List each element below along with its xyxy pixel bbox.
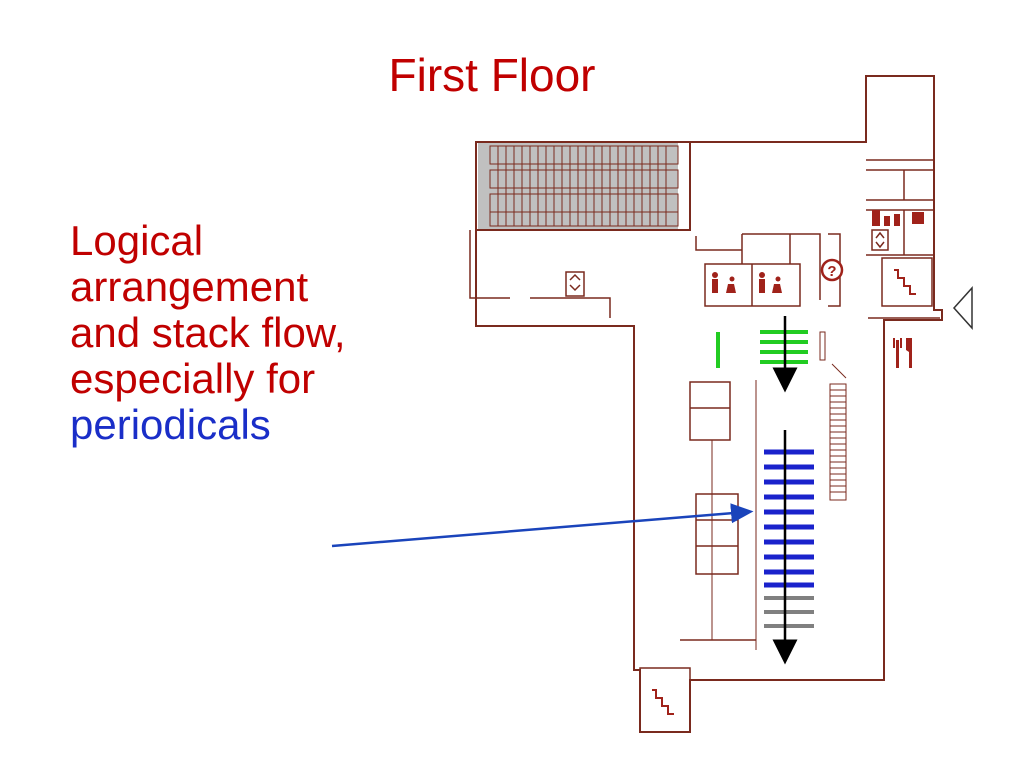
restroom-walls	[704, 263, 801, 307]
outer-wall	[475, 75, 943, 733]
stack-dividers	[497, 146, 667, 226]
caption-highlight: periodicals	[70, 401, 271, 448]
ladder-frame	[829, 383, 847, 501]
building-walls	[469, 75, 943, 733]
caption-line: arrangement	[70, 263, 309, 310]
green-shelves	[716, 330, 808, 368]
stack-row	[489, 145, 679, 165]
elevator-icon	[565, 271, 585, 297]
periodical-shelves	[764, 449, 814, 588]
restroom-icon	[712, 272, 736, 293]
ladder-rungs	[830, 389, 846, 493]
stacks-area-wall	[475, 142, 691, 231]
caption-line: especially for	[70, 355, 316, 402]
interior-wall	[530, 297, 611, 318]
stairs-icon	[894, 269, 916, 295]
vending-icon	[872, 210, 924, 226]
corridor-wall	[711, 380, 757, 650]
slide-caption: Logical arrangement and stack flow, espe…	[70, 218, 450, 448]
side-room-walls	[695, 493, 739, 575]
stairs-room-walls	[881, 257, 933, 307]
interior-wall	[469, 230, 510, 299]
entrance-icon	[952, 286, 973, 330]
display-rack	[819, 331, 826, 361]
stack-row	[489, 211, 679, 227]
interior-wall	[695, 236, 742, 251]
svg-text:?: ?	[827, 263, 836, 280]
stairs-room-walls	[639, 667, 691, 733]
information-icon: ?	[820, 258, 844, 282]
elevator-icon	[871, 229, 889, 251]
dining-icon	[893, 338, 912, 368]
ramp	[831, 363, 847, 379]
gray-shelves	[764, 596, 814, 628]
info-room-walls	[741, 233, 821, 300]
caption-line: and stack flow,	[70, 309, 346, 356]
ladder-shelf	[829, 363, 847, 501]
stairs-icon	[652, 689, 674, 715]
slide-title: First Floor	[388, 49, 596, 101]
pointer-arrow	[331, 503, 754, 548]
side-room-walls	[689, 381, 731, 441]
restroom-icon	[759, 272, 782, 293]
caption-line: Logical	[70, 217, 204, 264]
stacks-grid	[478, 143, 679, 229]
interior-wall	[866, 169, 934, 201]
stack-row	[489, 169, 679, 189]
